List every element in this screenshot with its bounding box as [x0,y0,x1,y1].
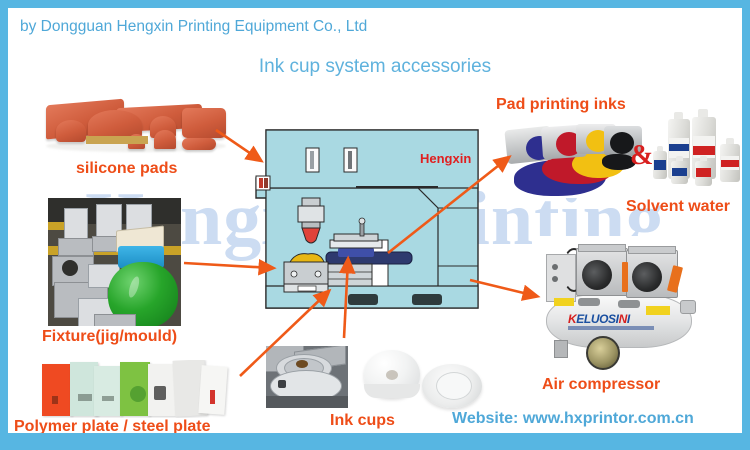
silicone-pad-base [86,136,148,144]
label-pad-printing-inks: Pad printing inks [496,96,626,113]
silicone-pad-tiny-c [182,138,216,150]
silicone-pads-photo [30,90,242,158]
content-canvas: Hengxin Printing by Dongguan Hengxin Pri… [8,8,742,433]
arrow-machine-to-inks [387,155,512,255]
label-polymer-plate: Polymer plate / steel plate [14,418,211,433]
label-fixture: Fixture(jig/mould) [42,328,178,345]
machine-brand-text: Hengxin [420,151,471,166]
label-solvent-water: Solvent water [626,198,731,215]
plate-red [42,364,72,416]
page-title: Ink cup system accessories [258,56,492,77]
label-silicone-pads: silicone pads [76,160,178,177]
plate-mint-1 [70,362,98,416]
arrow-machine-to-compressor [469,278,541,301]
label-air-compressor: Air compressor [542,376,661,393]
label-ink-cups: Ink cups [330,412,395,429]
ampersand-symbol: & [630,140,654,171]
fixture-photo [48,198,181,326]
compressor-brand: KELUOSINI [568,312,630,326]
silicone-pad-small-left [56,120,86,142]
arrow-fixture-to-machine [183,258,277,276]
plate-mint-2 [94,366,122,416]
ink-cup-machine-photo [266,346,348,408]
compressor-wheel [586,336,620,370]
arrow-inkcups-to-machine [338,255,356,339]
air-compressor-photo: KELUOSINI [538,236,706,374]
silicone-pad-tiny-b [154,130,176,149]
company-byline: by Dongguan Hengxin Printing Equipment C… [20,18,368,35]
silicone-pad-right-block [182,108,226,138]
pad-printing-inks-photo [498,120,648,198]
polymer-plate-photo [22,360,238,418]
solvent-bottles-photo [652,106,742,192]
connector-arrows [183,128,541,377]
machine-diagram: Hengxin [255,129,479,309]
website-text: Website: www.hxprintor.com.cn [452,410,694,427]
